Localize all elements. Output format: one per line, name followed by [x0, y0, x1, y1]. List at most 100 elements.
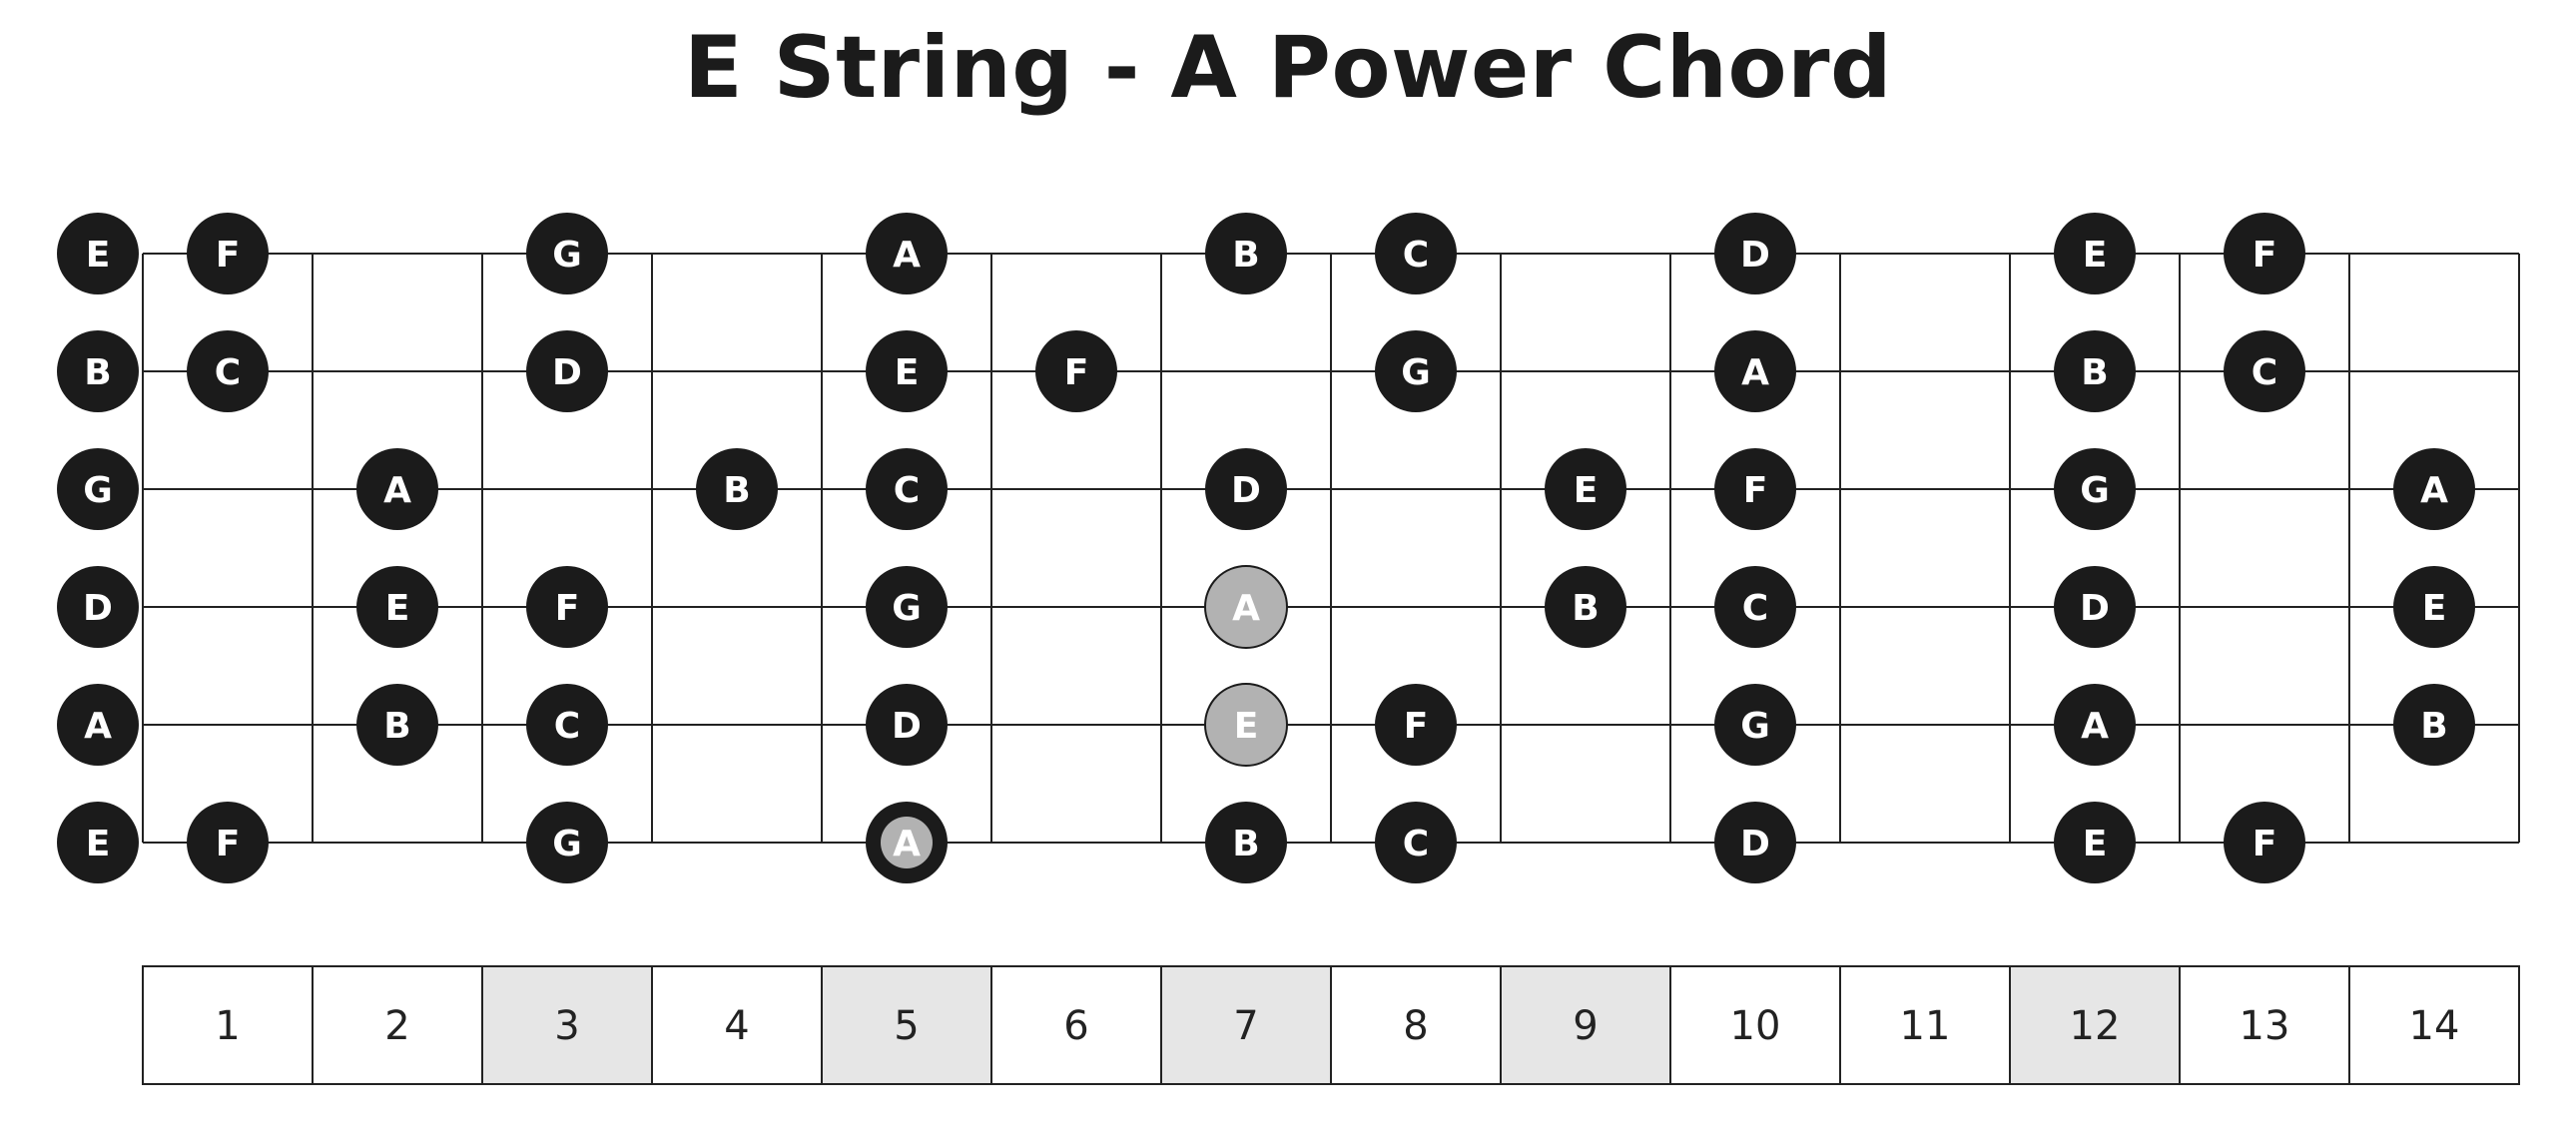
note-circle: [1714, 448, 1796, 530]
note-dot: G: [1714, 684, 1796, 766]
note-circle: [187, 330, 269, 412]
note-dot: B: [2054, 330, 2136, 412]
fret-number-cell: [2348, 965, 2520, 1085]
note-circle: [1375, 802, 1457, 883]
note-circle: [1714, 330, 1796, 412]
note-circle: [526, 684, 608, 766]
fret-number-cell: [1839, 965, 2011, 1085]
note-label: B: [1232, 235, 1259, 276]
fret-number-label: 4: [724, 1003, 749, 1049]
note-circle: [2054, 566, 2136, 648]
note-label: G: [2080, 470, 2110, 511]
note-label: D: [83, 588, 113, 629]
note-circle: [866, 566, 948, 648]
note-label: F: [1743, 470, 1768, 511]
note-circle: [1714, 802, 1796, 883]
note-dot: G: [526, 802, 608, 883]
chord-note-circle: [1204, 683, 1288, 767]
note-circle: [2054, 330, 2136, 412]
note-dot: B: [356, 684, 438, 766]
note-circle: [57, 566, 139, 648]
note-dot: B: [1205, 213, 1287, 294]
note-circle: [356, 684, 438, 766]
note-dot: E: [1545, 448, 1626, 530]
fret-number-label: 7: [1233, 1003, 1258, 1049]
fret-number-cell: [2009, 965, 2181, 1085]
note-label: F: [2253, 824, 2277, 864]
note-circle: [2054, 684, 2136, 766]
note-label: E: [1574, 470, 1599, 511]
note-label: C: [2252, 352, 2277, 393]
note-label: G: [552, 235, 582, 276]
note-circle: [1375, 684, 1457, 766]
note-dot: D: [866, 684, 948, 766]
note-circle: [2224, 330, 2305, 412]
note-circle: [1375, 330, 1457, 412]
note-circle: [526, 213, 608, 294]
root-note-center: [881, 817, 933, 868]
note-dot: G: [866, 566, 948, 648]
fret-number-label: 6: [1063, 1003, 1088, 1049]
note-dot: E: [2054, 213, 2136, 294]
note-circle: [2054, 213, 2136, 294]
note-dot: D: [2054, 566, 2136, 648]
note-label: E: [86, 235, 111, 276]
note-dot: E: [866, 330, 948, 412]
note-label: F: [216, 235, 241, 276]
note-circle: [866, 330, 948, 412]
note-circle: [526, 566, 608, 648]
note-dot: F: [1375, 684, 1457, 766]
note-dot: G: [1375, 330, 1457, 412]
note-dot: E: [57, 213, 139, 294]
note-label: G: [552, 824, 582, 864]
note-label: B: [84, 352, 111, 393]
note-dot: F: [187, 213, 269, 294]
note-dot: E: [57, 802, 139, 883]
note-circle: [187, 802, 269, 883]
note-label: E: [2083, 235, 2108, 276]
fret-number-label: 9: [1573, 1003, 1598, 1049]
note-dot: F: [1035, 330, 1117, 412]
note-circle: [1714, 213, 1796, 294]
note-label: D: [1740, 235, 1770, 276]
note-dot: C: [1714, 566, 1796, 648]
note-label: B: [723, 470, 750, 511]
chord-note-dot: E: [1204, 683, 1288, 767]
fret-number-label: 3: [554, 1003, 579, 1049]
note-circle: [866, 684, 948, 766]
note-circle: [1714, 684, 1796, 766]
note-label: D: [1740, 824, 1770, 864]
fret-number-cell: [990, 965, 1162, 1085]
note-dot: E: [2393, 566, 2475, 648]
note-label: C: [1742, 588, 1768, 629]
note-circle: [1714, 566, 1796, 648]
fret-number-label: 10: [1730, 1003, 1781, 1049]
note-dot: F: [526, 566, 608, 648]
note-circle: [356, 448, 438, 530]
fret-number-cell: [1500, 965, 1671, 1085]
fret-number-label: 11: [1900, 1003, 1951, 1049]
note-label: A: [893, 235, 921, 276]
note-label: G: [83, 470, 113, 511]
fret-number-cell: [481, 965, 653, 1085]
note-circle: [2393, 566, 2475, 648]
note-label: C: [1403, 824, 1429, 864]
note-dot: B: [1545, 566, 1626, 648]
note-label: A: [2420, 470, 2448, 511]
note-dot: G: [526, 213, 608, 294]
note-dot: C: [1375, 802, 1457, 883]
note-label: B: [383, 706, 410, 747]
chord-note-dot: A: [866, 802, 948, 883]
fret-number-cell: [312, 965, 483, 1085]
chord-note-circle: [1204, 565, 1288, 649]
fret-number-label: 14: [2409, 1003, 2460, 1049]
note-circle: [1375, 213, 1457, 294]
note-label: B: [1572, 588, 1599, 629]
note-dot: A: [1714, 330, 1796, 412]
chord-note-dot: A: [1204, 565, 1288, 649]
note-dot: B: [696, 448, 778, 530]
note-circle: [2393, 448, 2475, 530]
fret-number-label: 12: [2070, 1003, 2121, 1049]
